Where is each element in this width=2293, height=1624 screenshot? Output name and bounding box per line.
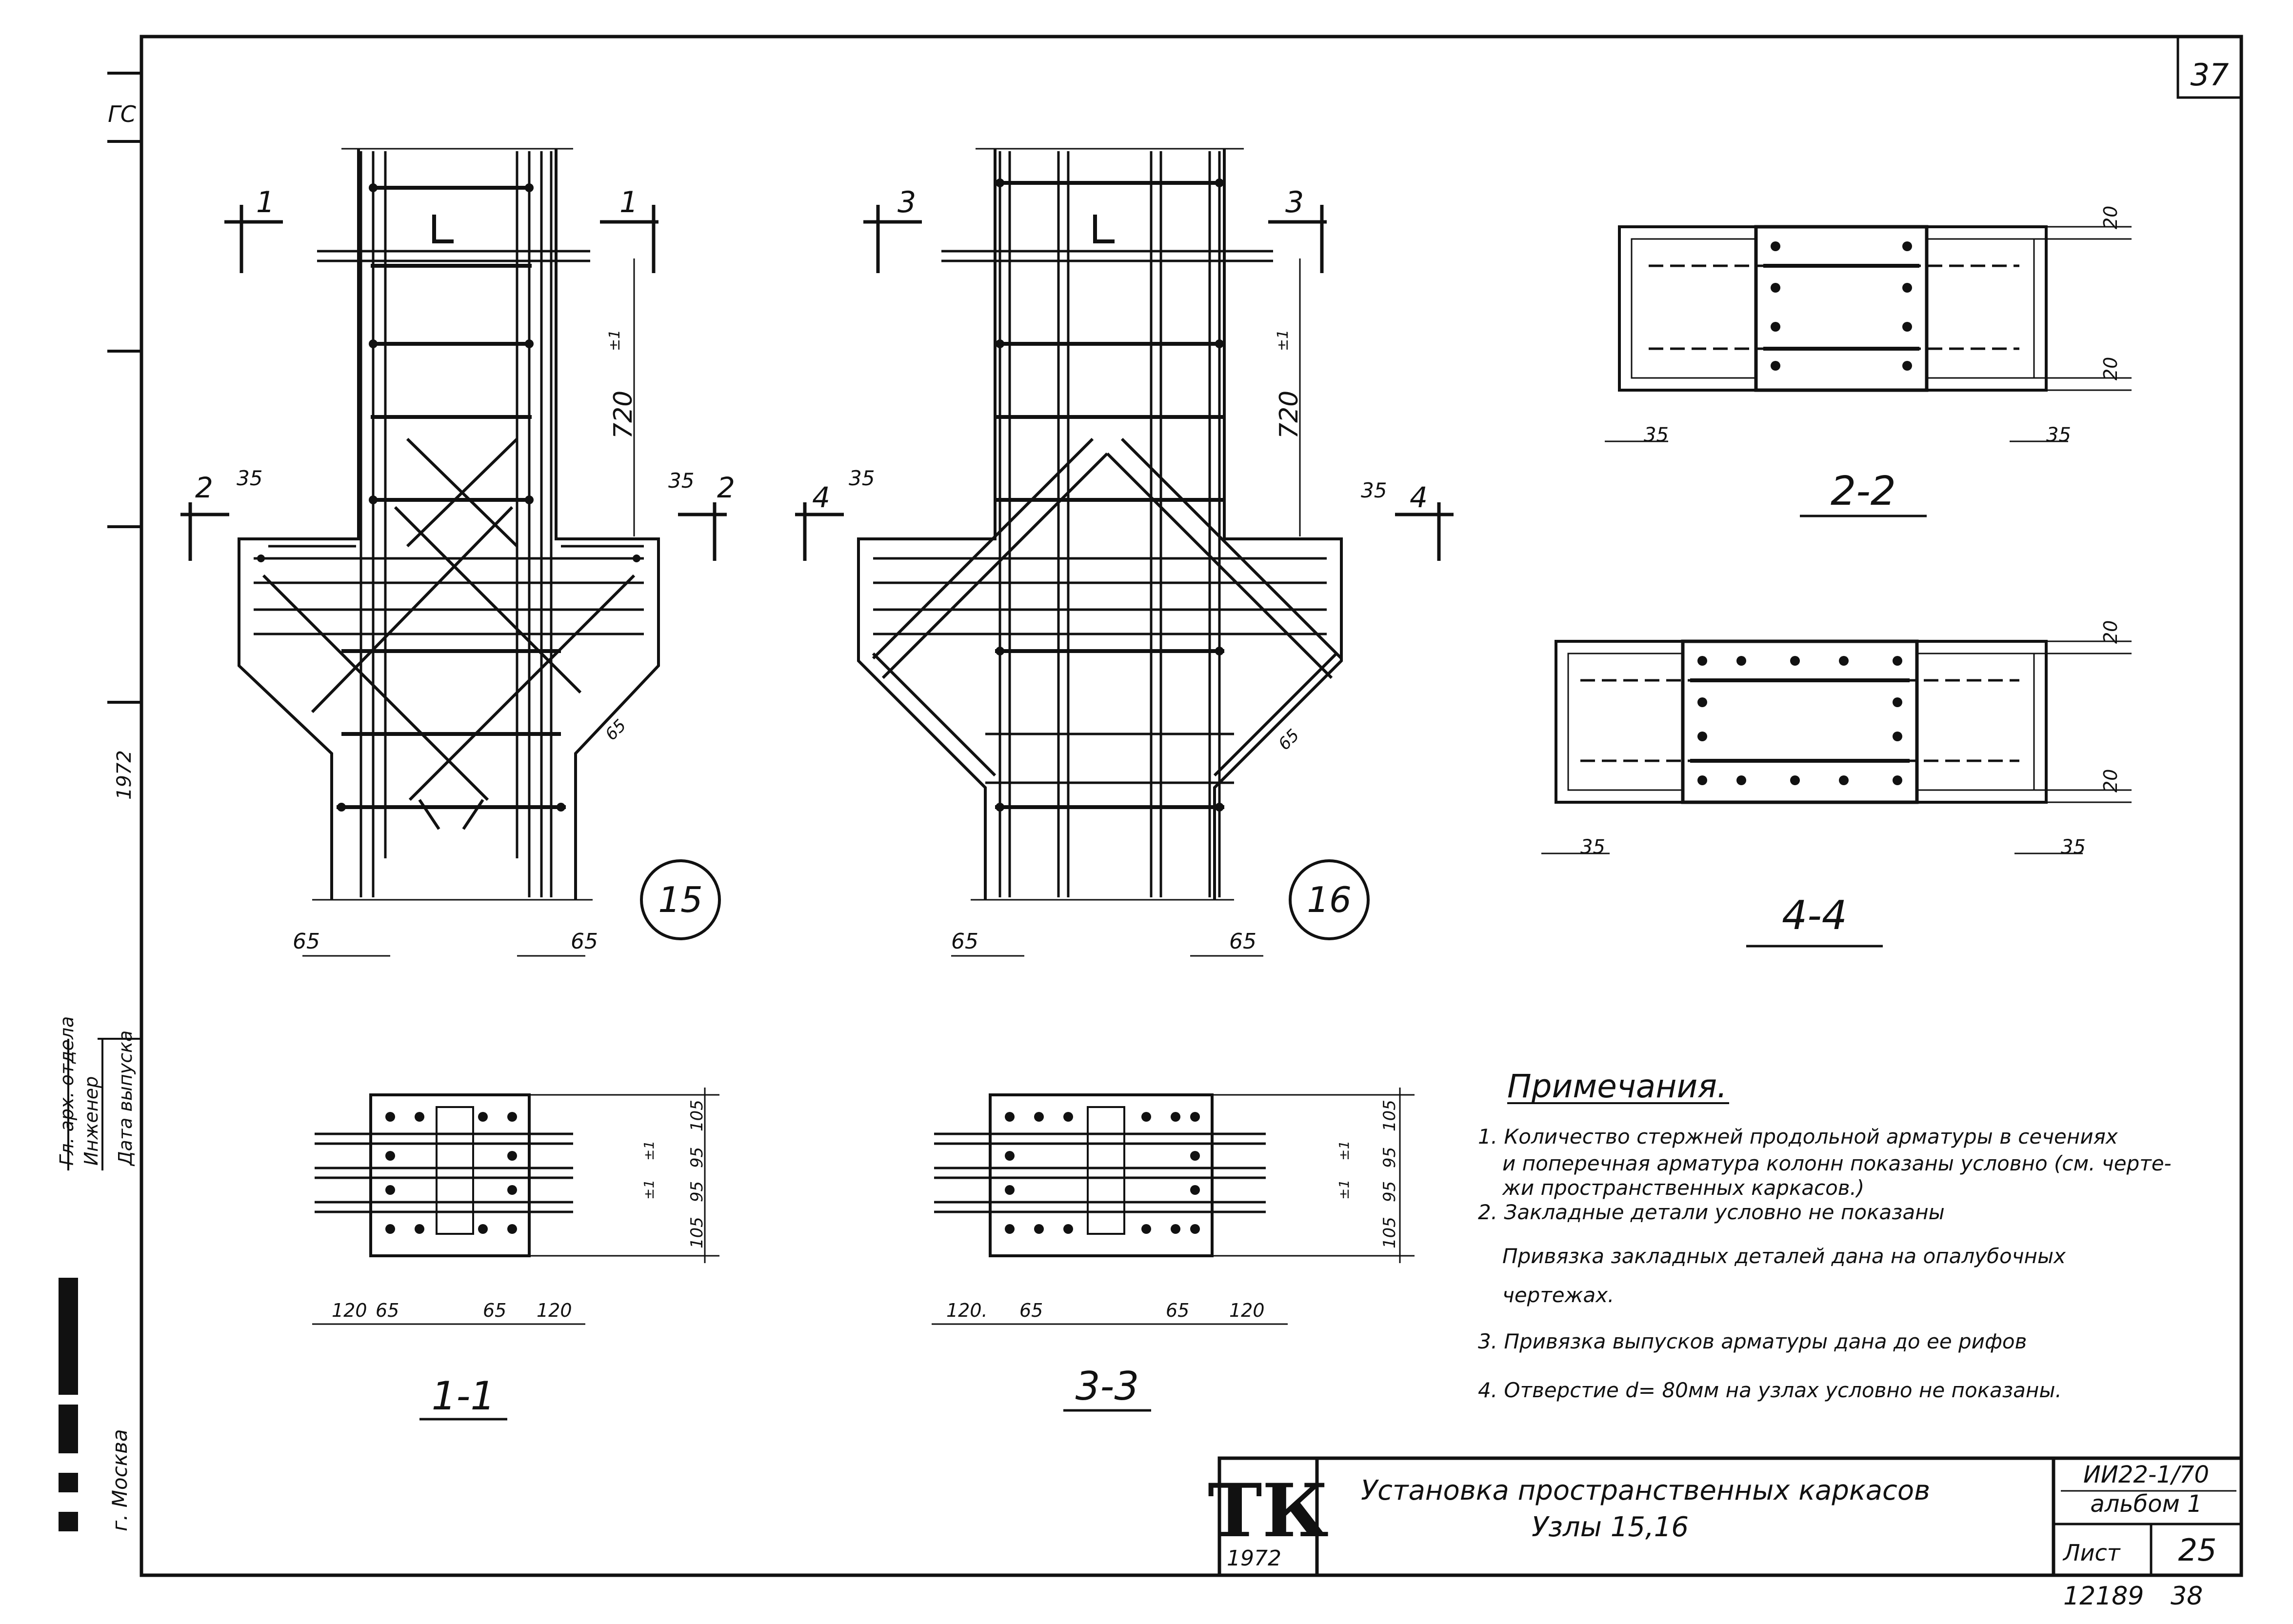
s33-tag-1: ±1 (1336, 1141, 1352, 1161)
s22-dim-right: 35 (2046, 424, 2071, 446)
node-16-elevation: 3 3 4 4 720 ±1 35 35 65 65 65 16 (795, 148, 1454, 957)
s33-dim-left-2: 65 (1019, 1300, 1043, 1321)
node-15-elevation: 1 1 2 2 720 ±1 35 35 65 65 65 15 (180, 148, 735, 957)
s33-dim-v4: 105 (1380, 1217, 1399, 1248)
note-line-3: жи пространственных каркасов.) (1502, 1176, 1864, 1200)
note-line-1: 1. Количество стержней продольной армату… (1478, 1125, 2118, 1149)
s11-dim-v3: 95 (687, 1181, 707, 1202)
node-16-dim-tag: ±1 (1275, 330, 1292, 351)
node-16-dim-bottom-right: 65 (1229, 929, 1256, 954)
section-mark-2: 2 2 (180, 471, 735, 561)
node-15-dim-right: 35 (668, 469, 694, 493)
margin-short-mark: ГС (108, 101, 136, 127)
tb-logo: ТК (1208, 1468, 1329, 1554)
s11-dim-left-1: 120 (332, 1300, 367, 1321)
s22-title: 2-2 (1831, 468, 1896, 515)
tb-sheet-no: 25 (2178, 1532, 2217, 1568)
node-16-dim-bottom-left: 65 (951, 929, 978, 954)
s33-dim-right-1: 65 (1166, 1300, 1189, 1321)
margin-year: 1972 (113, 750, 136, 800)
sheet-frame (140, 35, 2243, 1577)
section-2-label-left: 2 (195, 471, 213, 504)
node-15-number: 15 (658, 879, 703, 920)
section-4-label-right: 4 (1410, 481, 1428, 514)
tb-title-line-2: Узлы 15,16 (1532, 1511, 1689, 1543)
s33-dim-v2: 95 (1380, 1147, 1399, 1168)
section-4-label-left: 4 (812, 481, 830, 514)
s22-dim-bottom: 20 (2100, 357, 2121, 380)
title-block: ТК 1972 Установка пространственных карка… (1208, 1456, 2243, 1577)
node-16-number: 16 (1307, 879, 1352, 920)
section-1-label-right: 1 (619, 185, 638, 219)
s33-dim-v3: 95 (1380, 1181, 1399, 1202)
margin-stamp-line-1: Гл. арх. отдела (56, 1016, 78, 1166)
node-16-dim-right: 35 (1361, 478, 1387, 502)
margin-city: г. Москва (108, 1429, 132, 1531)
s11-dim-v4: 105 (687, 1217, 707, 1248)
node-15-dim-bottom-left: 65 (293, 929, 320, 954)
s44-dim-right: 35 (2061, 836, 2086, 858)
node-16-badge (1289, 859, 1370, 940)
s11-tag-2: ±1 (641, 1180, 657, 1200)
tb-series: ИИ22-1/70 (2083, 1461, 2209, 1488)
tb-album: альбом 1 (2090, 1490, 2202, 1518)
node-16-dim-height: 720 (1275, 391, 1304, 439)
margin-stamp-line-3: Дата выпуска (115, 1030, 136, 1167)
sheet-number: 37 (2191, 57, 2229, 93)
margin-stamp-line-2: Инженер (80, 1076, 102, 1166)
s22-dim-left: 35 (1644, 424, 1669, 446)
section-1-1: 105 95 95 105 ±1 ±1 120 65 65 120 1-1 (312, 1088, 719, 1421)
s33-title: 3-3 (1076, 1364, 1139, 1409)
s44-title: 4-4 (1782, 892, 1847, 939)
note-line-2: и поперечная арматура колонн показаны ус… (1502, 1151, 2172, 1175)
node-15-dim-height: 720 (609, 391, 638, 439)
section-3-label-right: 3 (1285, 185, 1304, 219)
section-mark-3: 3 3 (863, 185, 1327, 273)
section-1-label-left: 1 (256, 185, 275, 219)
node-15-dim-tag: ±1 (606, 330, 623, 351)
sheet-number-box (2176, 35, 2243, 99)
notes-block: Примечания. 1. Количество стержней продо… (1478, 1068, 2172, 1402)
s11-dim-right-2: 120 (537, 1300, 572, 1321)
node-15-dim-bottom-right: 65 (571, 929, 598, 954)
margin-stamp: ГС Гл. арх. отдела Инженер Дата выпуска … (56, 72, 141, 1531)
node-15-dim-left: 35 (237, 466, 262, 490)
notes-heading: Примечания. (1507, 1068, 1727, 1105)
s22-dim-top: 20 (2100, 206, 2121, 229)
note-line-5: Привязка закладных деталей дана на опалу… (1502, 1244, 2066, 1268)
s33-tag-2: ±1 (1336, 1180, 1352, 1200)
tb-logo-year: 1972 (1227, 1546, 1281, 1571)
s11-dim-left-2: 65 (376, 1300, 399, 1321)
s11-dim-v1: 105 (687, 1100, 707, 1131)
footer-left-number: 12189 (2063, 1582, 2144, 1611)
footer-right-number: 38 (2171, 1582, 2203, 1611)
s44-dim-left: 35 (1580, 836, 1605, 858)
s33-dim-left-1: 120. (946, 1300, 988, 1321)
tb-title-line-1: Установка пространственных каркасов (1361, 1475, 1930, 1506)
section-mark-4: 4 4 (795, 481, 1454, 561)
section-2-2: 20 20 35 35 2-2 (1605, 206, 2132, 517)
node-16-dim-haunch: 65 (1275, 725, 1303, 754)
s44-dim-bottom: 20 (2100, 769, 2121, 792)
s33-dim-right-2: 120 (1229, 1300, 1265, 1321)
s44-dim-top: 20 (2100, 620, 2121, 644)
tb-sheet-label: Лист (2062, 1540, 2121, 1566)
section-3-3: 105 95 95 105 ±1 ±1 120. 65 65 120 3-3 (932, 1088, 1415, 1412)
s11-dim-v2: 95 (687, 1147, 707, 1168)
s11-title: 1-1 (432, 1373, 496, 1419)
section-mark-1: 1 1 (224, 185, 658, 273)
section-3-label-left: 3 (897, 185, 916, 219)
note-line-6: чертежах. (1502, 1283, 1614, 1307)
section-2-label-right: 2 (717, 471, 735, 504)
s11-dim-right-1: 65 (483, 1300, 506, 1321)
note-line-8: 4. Отверстие d= 80мм на узлах условно не… (1478, 1378, 2062, 1402)
node-16-dim-left: 35 (849, 466, 875, 490)
section-4-4: 20 20 35 35 4-4 (1541, 620, 2132, 948)
note-line-7: 3. Привязка выпусков арматуры дана до ее… (1478, 1329, 2027, 1353)
note-line-4: 2. Закладные детали условно не показаны (1478, 1200, 1945, 1224)
s33-dim-v1: 105 (1380, 1100, 1399, 1131)
s11-tag-1: ±1 (641, 1141, 657, 1161)
node-15-badge (640, 859, 721, 940)
